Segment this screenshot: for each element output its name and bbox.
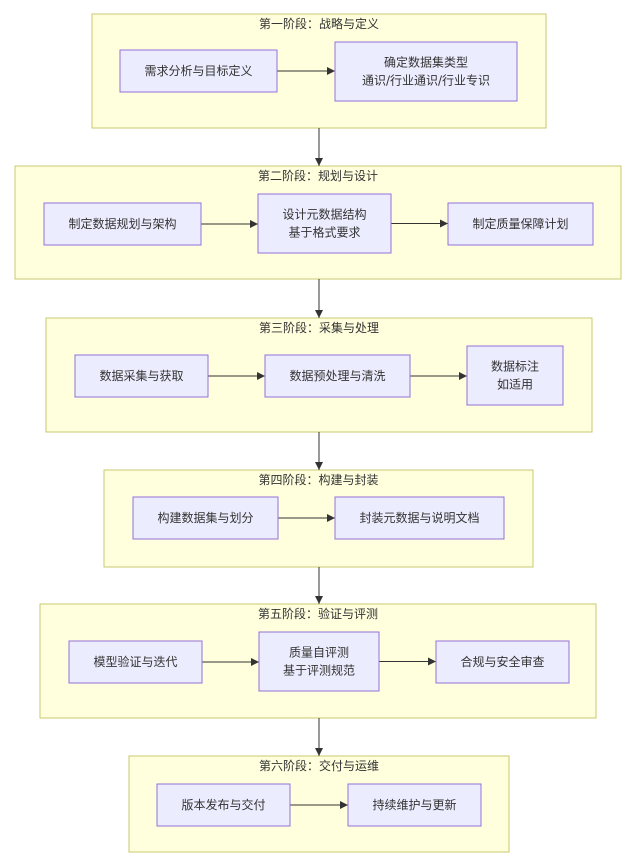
- process-node-box: [347, 783, 482, 827]
- process-node: 数据预处理与清洗: [264, 354, 411, 398]
- process-node-box: [43, 202, 202, 246]
- process-node: 需求分析与目标定义: [119, 49, 278, 93]
- process-node-box: [68, 640, 203, 684]
- process-node-label: 需求分析与目标定义: [144, 63, 252, 78]
- process-node-label: 基于格式要求: [288, 225, 360, 240]
- process-node-label: 通识/行业通识/行业专识: [362, 73, 490, 88]
- process-node-label: 制定质量保障计划: [472, 216, 568, 231]
- stage-title: 第三阶段：采集与处理: [259, 320, 379, 335]
- process-node-label: 封装元数据与说明文档: [359, 510, 479, 525]
- process-node-label: 持续维护与更新: [372, 797, 456, 812]
- process-node: 制定数据规划与架构: [43, 202, 202, 246]
- stage-title: 第五阶段：验证与评测: [258, 606, 378, 621]
- stage-title: 第四阶段：构建与封装: [258, 472, 378, 487]
- process-node-label: 质量自评测: [289, 646, 349, 660]
- stage-title: 第一阶段：战略与定义: [259, 16, 379, 31]
- process-node: 制定质量保障计划: [447, 202, 594, 246]
- process-node-box: [334, 496, 505, 540]
- process-node-label: 数据采集与获取: [99, 368, 183, 383]
- process-node-box: [258, 631, 380, 692]
- stage-title: 第二阶段：规划与设计: [258, 168, 378, 183]
- stage-layer: 第一阶段：战略与定义第二阶段：规划与设计第三阶段：采集与处理第四阶段：构建与封装…: [14, 13, 622, 853]
- process-node-box: [264, 354, 411, 398]
- stage-title: 第六阶段：交付与运维: [259, 758, 379, 773]
- process-node-label: 构建数据集与划分: [157, 510, 253, 525]
- process-node-box: [257, 193, 392, 254]
- process-node-box: [447, 202, 594, 246]
- process-node-label: 版本发布与交付: [181, 797, 265, 812]
- process-node: 构建数据集与划分: [132, 496, 279, 540]
- process-node-box: [435, 640, 570, 684]
- process-node-box: [119, 49, 278, 93]
- process-node: 模型验证与迭代: [68, 640, 203, 684]
- process-node: 合规与安全审查: [435, 640, 570, 684]
- process-node-label: 基于评测规范: [283, 663, 355, 678]
- process-node-box: [334, 41, 518, 102]
- process-node-box: [466, 345, 564, 406]
- process-node: 持续维护与更新: [347, 783, 482, 827]
- process-node-label: 确定数据集类型: [384, 55, 468, 70]
- process-node-label: 数据标注: [491, 359, 539, 374]
- process-node-box: [74, 354, 209, 398]
- edge-layer: [201, 67, 467, 809]
- process-node-label: 制定数据规划与架构: [68, 216, 176, 231]
- process-node-label: 设计元数据结构: [282, 207, 366, 222]
- process-node-label: 模型验证与迭代: [93, 654, 177, 669]
- process-node-label: 数据预处理与清洗: [289, 368, 385, 383]
- process-node-label: 合规与安全审查: [460, 654, 544, 669]
- process-node-label: 如适用: [497, 377, 533, 392]
- process-node: 数据采集与获取: [74, 354, 209, 398]
- process-node-box: [132, 496, 279, 540]
- process-node: 封装元数据与说明文档: [334, 496, 505, 540]
- process-node-box: [156, 783, 291, 827]
- process-node: 版本发布与交付: [156, 783, 291, 827]
